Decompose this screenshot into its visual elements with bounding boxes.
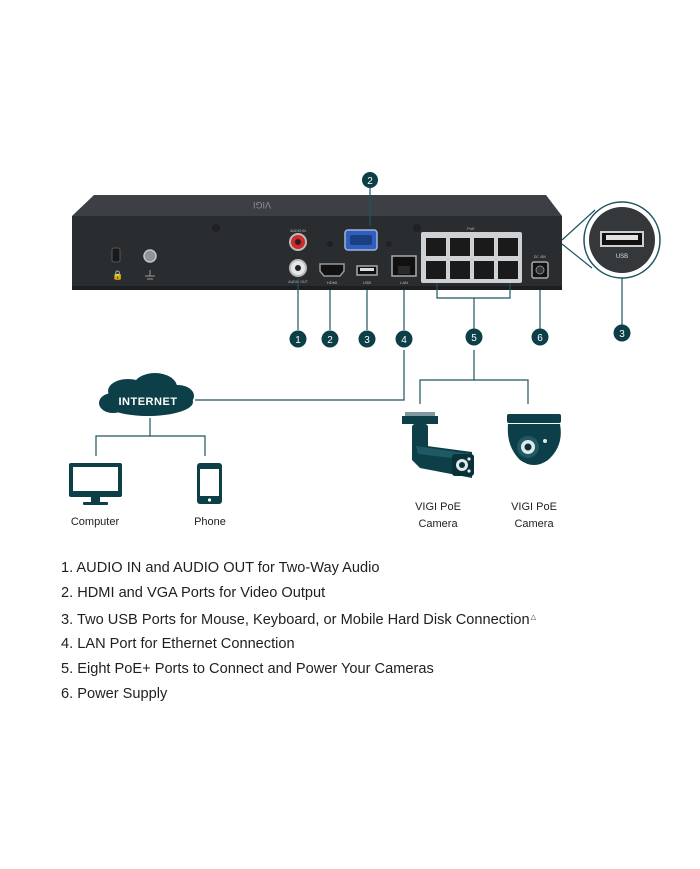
feature-list: 1. AUDIO IN and AUDIO OUT for Two-Way Au… xyxy=(61,556,536,707)
svg-text:3: 3 xyxy=(619,329,625,340)
svg-text:2: 2 xyxy=(367,176,373,187)
callout-3-usb-zoom: 3 xyxy=(613,324,631,342)
poe-port-1[interactable] xyxy=(426,238,446,256)
audio-in-label: AUDIO IN xyxy=(290,229,306,233)
phone-label: Phone xyxy=(194,516,226,528)
cloud-icon xyxy=(99,373,194,416)
callout-1-audio: 1 xyxy=(289,330,307,348)
poe-label: PoE xyxy=(467,226,475,231)
ground-icon xyxy=(145,270,155,280)
feature-item: 4. LAN Port for Ethernet Connection xyxy=(61,636,295,653)
callout-3-usb: 3 xyxy=(358,330,376,348)
poe-port-2[interactable] xyxy=(450,238,470,256)
security-lock-slot xyxy=(111,247,121,263)
feature-item: 3. Two USB Ports for Mouse, Keyboard, or… xyxy=(61,606,536,633)
poe-port-7[interactable] xyxy=(474,261,494,279)
feature-item: 6. Power Supply xyxy=(61,685,168,702)
feature-item-text: 3. Two USB Ports for Mouse, Keyboard, or… xyxy=(61,611,530,628)
hdmi-port[interactable] xyxy=(319,263,345,277)
svg-text:1: 1 xyxy=(295,335,301,346)
computer-label: Computer xyxy=(70,516,120,528)
poe-port-5[interactable] xyxy=(426,261,446,279)
nvr-top-marking: VIGI xyxy=(253,200,271,210)
power-label: DC 48V xyxy=(534,255,547,259)
ground-screw xyxy=(143,249,157,263)
callout-leaders xyxy=(297,188,541,330)
screw xyxy=(413,224,421,232)
camera-2-label: VIGI PoE Camera xyxy=(494,499,574,533)
lan-to-internet-line xyxy=(195,350,405,401)
svg-text:6: 6 xyxy=(537,333,543,344)
nvr-top-surface xyxy=(72,195,562,216)
camera-1-label-line2: Camera xyxy=(418,518,458,530)
screw xyxy=(386,241,392,247)
poe-port-3[interactable] xyxy=(474,238,494,256)
lock-icon: 🔒 xyxy=(112,270,123,280)
dome-camera-icon xyxy=(507,414,561,465)
poe-port-block xyxy=(421,232,522,283)
poe-port-4[interactable] xyxy=(498,238,518,256)
callout-5-poe: 5 xyxy=(465,328,483,346)
poe-port-6[interactable] xyxy=(450,261,470,279)
camera-1-label-line1: VIGI PoE xyxy=(415,501,461,513)
feature-item: 1. AUDIO IN and AUDIO OUT for Two-Way Au… xyxy=(61,560,380,576)
nvr-bottom-edge xyxy=(72,286,562,290)
camera-2-label-line2: Camera xyxy=(514,518,554,530)
callout-2-vga: 2 xyxy=(362,172,378,188)
network-lines xyxy=(95,350,529,456)
callout-4-lan: 4 xyxy=(395,330,413,348)
screw xyxy=(327,241,333,247)
camera-2-label-line1: VIGI PoE xyxy=(511,501,557,513)
zoom-leader xyxy=(561,209,596,241)
feature-item: 2. HDMI and VGA Ports for Video Output xyxy=(61,584,326,601)
callout-2-hdmi: 2 xyxy=(321,330,339,348)
svg-text:2: 2 xyxy=(327,335,333,346)
svg-text:3: 3 xyxy=(364,335,370,346)
bullet-camera-icon xyxy=(402,412,474,478)
usb-zoom: USB xyxy=(561,201,661,325)
footnote-mark: △ xyxy=(530,613,536,621)
zoom-usb-label: USB xyxy=(616,254,628,260)
monitor-icon xyxy=(69,463,122,505)
usb-label: USB xyxy=(363,280,372,285)
internet-label: INTERNET xyxy=(119,396,178,408)
svg-text:5: 5 xyxy=(471,333,477,344)
poe-ports xyxy=(426,238,518,279)
screw xyxy=(212,224,220,232)
svg-text:4: 4 xyxy=(401,335,407,346)
callout-6-power: 6 xyxy=(531,328,549,346)
poe-port-8[interactable] xyxy=(498,261,518,279)
phone-icon xyxy=(197,463,222,504)
nvr-device: VIGI 🔒 AUDIO IN AUDIO OUT HDMI USB LAN xyxy=(72,195,562,290)
lan-label: LAN xyxy=(400,280,408,285)
zoom-leader xyxy=(561,243,593,269)
hdmi-label: HDMI xyxy=(327,280,337,285)
feature-item: 5. Eight PoE+ Ports to Connect and Power… xyxy=(61,661,434,678)
camera-1-label: VIGI PoE Camera xyxy=(398,499,478,533)
